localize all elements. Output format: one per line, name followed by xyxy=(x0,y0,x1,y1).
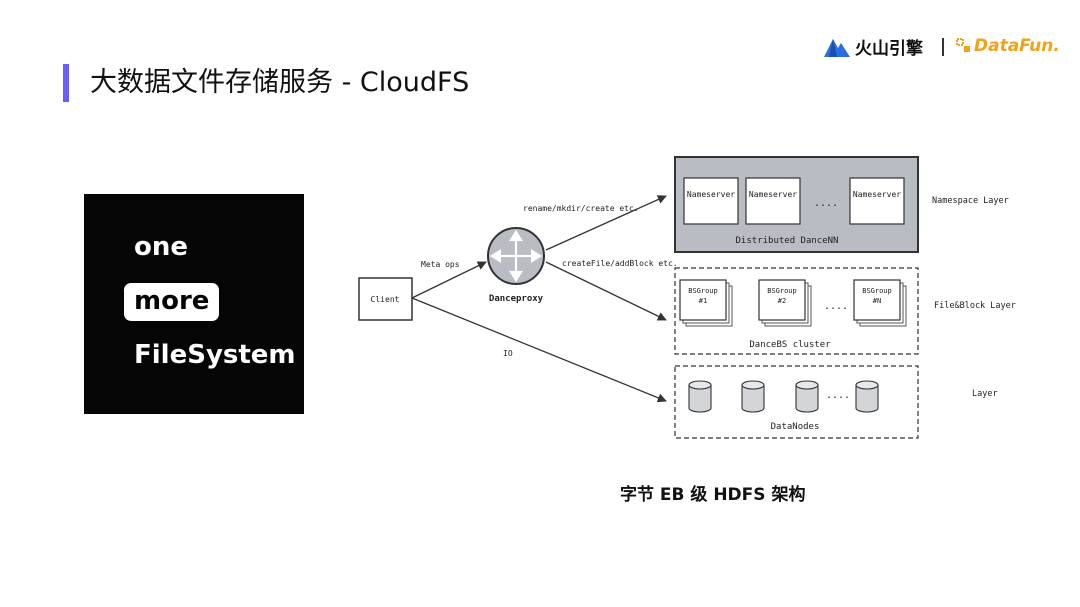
datanode-2 xyxy=(741,380,765,413)
page-title: 大数据文件存储服务 - CloudFS xyxy=(90,67,470,98)
client-box xyxy=(358,277,413,321)
data-box xyxy=(674,365,919,439)
bsgroup-2-name: BSGroup xyxy=(767,287,797,295)
fileblock-layer: BSGroup #1 BSGroup #2 BSGroup #N .... Da… xyxy=(674,267,1016,355)
title-accent-bar xyxy=(63,64,69,102)
namespace-layer: Nameserver Nameserver Nameserver .... Di… xyxy=(674,156,1009,253)
bsgroup-1 xyxy=(679,279,727,321)
bsgroup-n-num: #N xyxy=(873,297,881,305)
nameserver-1 xyxy=(683,177,739,225)
nameserver-2 xyxy=(745,177,801,225)
nameserver-1-label: Nameserver xyxy=(687,190,735,199)
fileblock-layer-label: File&Block Layer xyxy=(934,301,1016,311)
namespace-cluster-label: Distributed DanceNN xyxy=(736,236,839,246)
edge-createfile-label: createFile/addBlock etc. xyxy=(562,259,678,268)
danceproxy-node: Danceproxy xyxy=(487,227,545,304)
card-word-more: more xyxy=(124,283,220,321)
bsgroup-2 xyxy=(758,279,806,321)
volcano-engine-logo: 火山引擎 xyxy=(824,32,923,60)
data-ellipsis: .... xyxy=(826,390,850,401)
datafun-text: DataFun. xyxy=(974,36,1060,56)
edge-proxy-to-fileblock xyxy=(545,261,667,321)
diagram-caption: 字节 EB 级 HDFS 架构 xyxy=(620,485,806,505)
bsgroup-n-name: BSGroup xyxy=(862,287,892,295)
card-word-one: one xyxy=(134,232,189,262)
edge-client-to-data xyxy=(411,297,667,403)
card-word-filesystem: FileSystem xyxy=(134,340,296,370)
datanode-1 xyxy=(688,380,712,413)
namespace-ellipsis: .... xyxy=(814,198,838,209)
data-layer: .... DataNodes Layer xyxy=(674,365,998,439)
edge-io-label: IO xyxy=(503,349,513,358)
bsgroup-1-name: BSGroup xyxy=(688,287,718,295)
fileblock-ellipsis: .... xyxy=(824,301,848,312)
logo-divider xyxy=(942,38,944,56)
volcano-engine-text: 火山引擎 xyxy=(855,38,923,59)
nameserver-3 xyxy=(849,177,905,225)
bsgroup-n xyxy=(853,279,901,321)
datafun-mark-icon xyxy=(956,38,970,52)
data-layer-label: Layer xyxy=(972,389,998,399)
edge-rename-label: rename/mkdir/create etc. xyxy=(523,204,639,213)
client-label: Client xyxy=(371,295,400,304)
edge-proxy-to-namespace xyxy=(545,195,667,251)
datafun-logo: DataFun. xyxy=(956,32,1060,60)
fileblock-box xyxy=(674,267,919,355)
fileblock-cluster-label: DanceBS cluster xyxy=(749,340,831,350)
nameserver-2-label: Nameserver xyxy=(749,190,797,199)
edge-meta-ops-label: Meta ops xyxy=(421,260,460,269)
bsgroup-1-num: #1 xyxy=(699,297,707,305)
mountain-icon xyxy=(824,39,850,57)
namespace-layer-label: Namespace Layer xyxy=(932,196,1009,206)
nameserver-3-label: Nameserver xyxy=(853,190,901,199)
bsgroup-2-num: #2 xyxy=(778,297,786,305)
datanode-3 xyxy=(795,380,819,413)
danceproxy-label: Danceproxy xyxy=(489,294,544,304)
one-more-filesystem-card: one more FileSystem xyxy=(84,194,304,414)
edge-client-to-proxy xyxy=(411,261,487,299)
datanode-n xyxy=(855,380,879,413)
datanodes-label: DataNodes xyxy=(771,422,820,432)
